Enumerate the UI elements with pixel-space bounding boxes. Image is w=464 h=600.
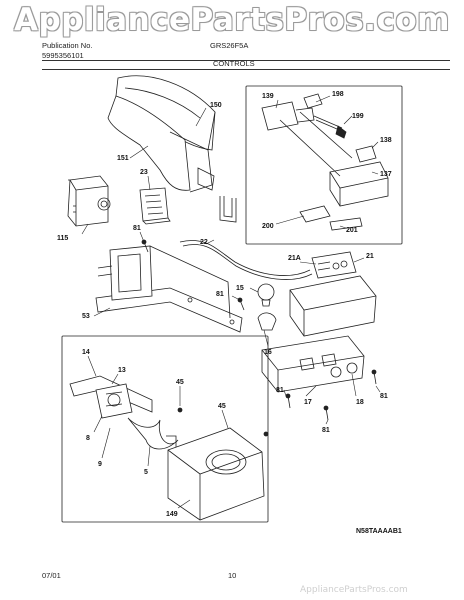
figure-code: N58TAAAAB1	[356, 528, 402, 535]
control-board-drawing	[139, 187, 171, 225]
callout-199: 199	[352, 113, 364, 120]
callout-149: 149	[166, 511, 178, 518]
publication-label: Publication No.	[42, 41, 93, 50]
callout-5: 5	[144, 469, 148, 476]
callout-13: 13	[118, 367, 126, 374]
callout-23: 23	[140, 169, 148, 176]
wire-harness-drawing	[179, 196, 313, 280]
callout-22: 22	[200, 239, 208, 246]
control-housing-drawing	[67, 175, 111, 227]
callout-8: 8	[86, 435, 90, 442]
callout-numbers: 150 151 23 115 81 22 53 81 15 16 139 198…	[57, 91, 402, 535]
section-title: CONTROLS	[213, 59, 255, 68]
callout-115: 115	[57, 235, 68, 242]
callout-9: 9	[98, 461, 102, 468]
callout-15: 15	[236, 285, 244, 292]
callout-139: 139	[262, 93, 274, 100]
callout-16: 16	[264, 349, 272, 356]
callout-201: 201	[346, 227, 358, 234]
model-number: GRS26F5A	[210, 41, 249, 50]
callout-151: 151	[117, 155, 129, 162]
callout-18: 18	[356, 399, 364, 406]
footer-date: 07/01	[42, 571, 61, 580]
site-watermark: AppliancePartsPros.com	[14, 2, 450, 38]
callout-137: 137	[380, 171, 392, 178]
footer-page-number: 10	[228, 571, 237, 580]
header-rule-lower	[42, 69, 450, 70]
fan-assembly-inset-drawing	[61, 335, 269, 523]
air-duct-drawing	[107, 75, 216, 193]
callout-17: 17	[304, 399, 312, 406]
callout-45-lower: 45	[218, 403, 226, 410]
switch-housing-drawing	[261, 251, 377, 393]
mounting-bracket-drawing	[95, 245, 243, 333]
screw-drawing	[141, 239, 377, 421]
callout-138: 138	[380, 137, 392, 144]
callout-81-bottom: 81	[322, 427, 330, 434]
callout-53: 53	[82, 313, 90, 320]
ice-dispenser-inset-drawing	[245, 85, 403, 245]
callout-14: 14	[82, 349, 90, 356]
callout-81-right: 81	[380, 393, 388, 400]
callout-81-bracket: 81	[216, 291, 224, 298]
bottom-watermark: AppliancePartsPros.com	[300, 585, 408, 595]
callout-150: 150	[210, 102, 222, 109]
callout-21a: 21A	[288, 255, 301, 262]
fan-shroud-drawing	[167, 427, 265, 521]
callout-81-upper: 81	[133, 225, 141, 232]
callout-81-left: 81	[276, 387, 284, 394]
header-rule	[42, 60, 450, 61]
lamp-and-socket-drawing	[257, 283, 277, 331]
publication-number: 5995356101	[42, 51, 84, 60]
callout-200: 200	[262, 223, 274, 230]
callout-21: 21	[366, 253, 374, 260]
callout-45-upper: 45	[176, 379, 184, 386]
callout-198: 198	[332, 91, 344, 98]
callout-leader-lines	[81, 95, 381, 509]
